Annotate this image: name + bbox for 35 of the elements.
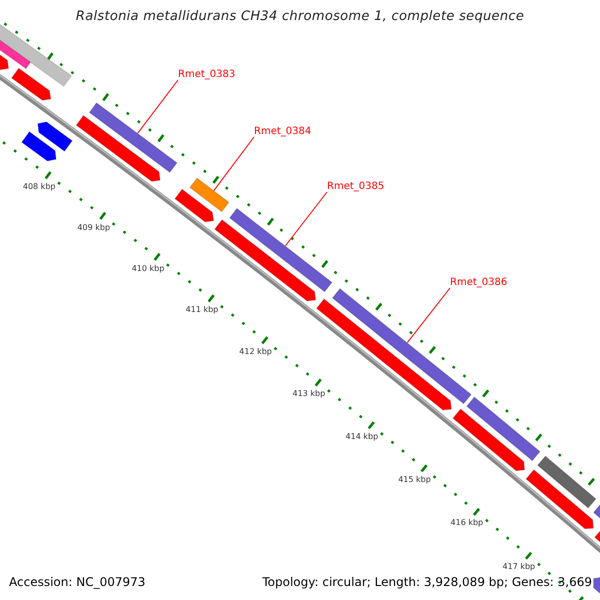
gene-bar: [11, 68, 52, 101]
gene-bar: [332, 288, 472, 404]
leader-line: [406, 288, 450, 343]
gene-bar: [214, 219, 316, 302]
gene-bar: [76, 114, 161, 182]
gene-label: Rmet_0384: [254, 126, 312, 138]
gene-bar: [189, 177, 230, 212]
scale-label: 413 kbp: [292, 389, 326, 400]
gene-bar: [537, 456, 596, 509]
gene-bar: [21, 131, 57, 162]
scale-label: 408 kbp: [22, 182, 56, 192]
accession-text: Accession: NC_007973: [9, 574, 146, 590]
gene-bar: [526, 469, 594, 530]
summary-text: Topology: circular; Length: 3,928,089 bp; Genes: 3,669: [262, 574, 592, 590]
gene-bar: [452, 408, 526, 472]
leader-line: [284, 192, 328, 246]
gene-label: Rmet_0386: [450, 277, 508, 289]
gene-bar: [37, 121, 73, 152]
scale-label: 411 kbp: [186, 305, 218, 316]
leader-line: [213, 136, 254, 192]
gene-bar: [466, 396, 541, 462]
scale-label: 410 kbp: [132, 264, 164, 274]
gene-bar: [229, 208, 333, 292]
gene-bar: [174, 188, 214, 222]
scale-label: 415 kbp: [398, 474, 431, 485]
leader-line: [137, 80, 178, 134]
gene-label: Rmet_0385: [327, 181, 384, 193]
gene-label: Rmet_0383: [178, 69, 236, 81]
gene-bar: [88, 102, 178, 173]
scale-label: 409 kbp: [77, 222, 110, 233]
scale-label: 414 kbp: [346, 432, 378, 442]
title: Ralstonia metallidurans CH34 chromosome 1, complete sequence: [76, 9, 524, 25]
scale-label: 412 kbp: [239, 347, 272, 358]
scale-label: 416 kbp: [450, 518, 484, 528]
scale-label: 417 kbp: [502, 562, 536, 572]
